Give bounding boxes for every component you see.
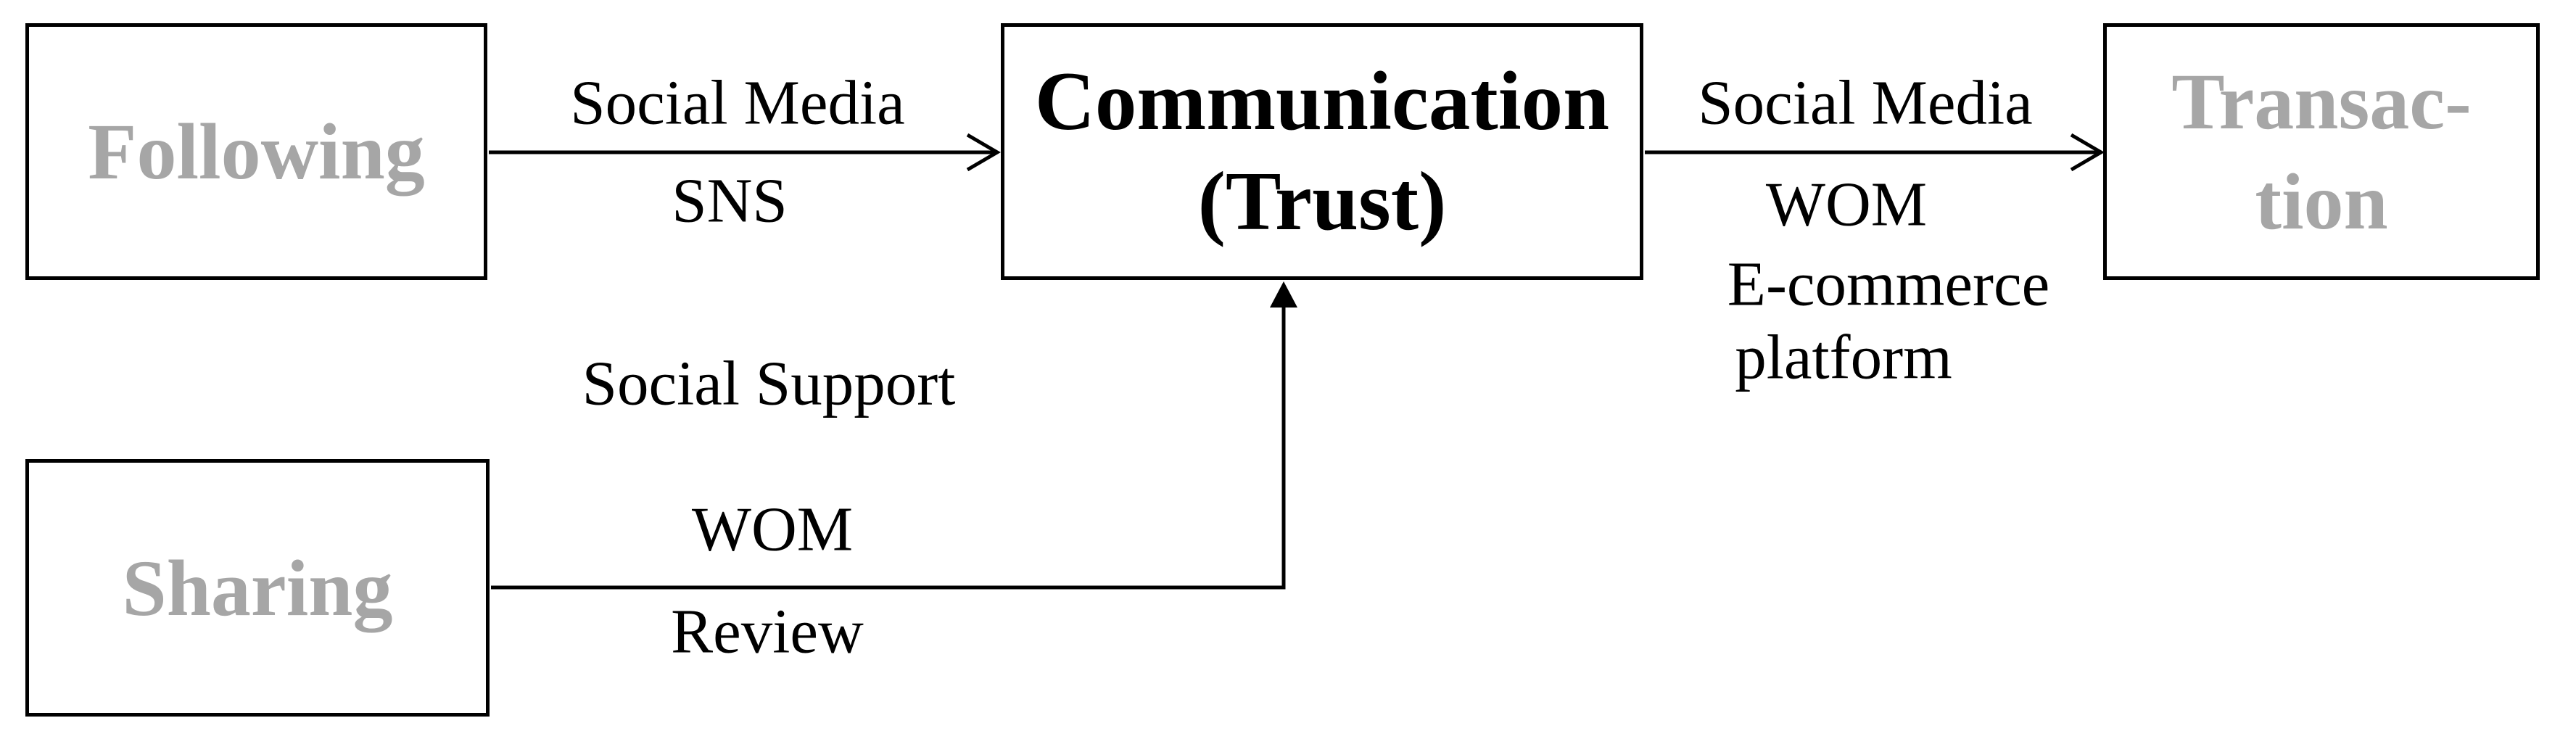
node-transaction-label-line1: Transac- [2171, 57, 2472, 146]
edge-label-social-media-right: Social Media [1698, 67, 2033, 138]
node-transaction-label-line2: tion [2255, 157, 2388, 246]
arrow-communication-to-transaction-head-icon [2070, 133, 2105, 172]
arrow-sharing-to-communication-head-icon [1270, 281, 1297, 308]
node-following: Following [25, 23, 487, 280]
edge-label-social-support: Social Support [582, 347, 956, 418]
edge-label-wom-left: WOM [691, 493, 854, 564]
node-sharing: Sharing [25, 459, 490, 717]
edge-label-platform: platform [1735, 321, 1952, 392]
node-following-label: Following [88, 107, 425, 196]
node-communication: Communication (Trust) [1001, 23, 1643, 280]
arrow-following-to-communication-head-icon [966, 133, 1001, 172]
node-sharing-label: Sharing [122, 543, 393, 632]
edge-label-ecommerce: E-commerce [1727, 248, 2050, 319]
edge-label-social-media-left: Social Media [570, 67, 905, 138]
node-communication-label-line2: (Trust) [1197, 155, 1447, 247]
node-communication-label-line1: Communication [1034, 55, 1610, 147]
node-transaction: Transac- tion [2103, 23, 2540, 280]
edge-label-review: Review [671, 595, 864, 666]
edge-label-sns: SNS [672, 165, 788, 236]
arrow-sharing-to-communication-line [491, 305, 1286, 590]
edge-label-wom-right: WOM [1765, 168, 1928, 239]
